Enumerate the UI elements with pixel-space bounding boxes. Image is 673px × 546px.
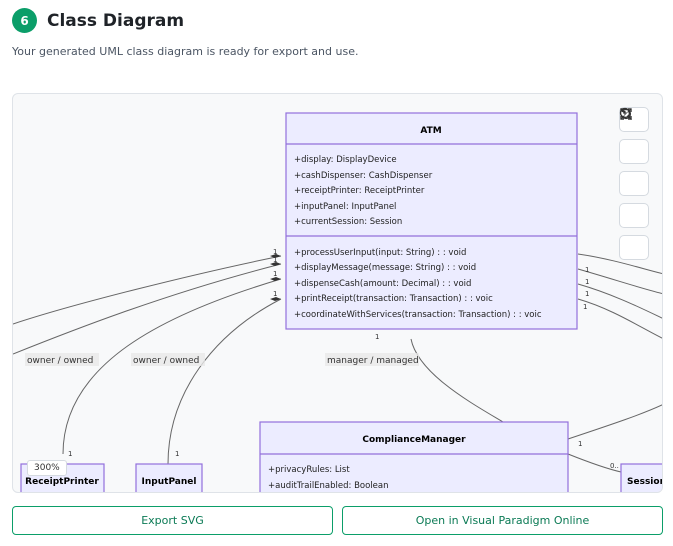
composition-diamond <box>270 262 281 266</box>
multiplicity-label: 1 <box>578 440 582 448</box>
multiplicity-label: 1 <box>585 278 589 286</box>
compliance-attribute: +privacyRules: List <box>268 465 350 475</box>
class-name-compliance-manager: ComplianceManager <box>362 435 466 445</box>
multiplicity-label: 1 <box>273 270 277 278</box>
multiplicity-label: 1 <box>273 248 277 256</box>
export-svg-button[interactable]: Export SVG <box>12 506 333 535</box>
multiplicity-label: 1 <box>585 266 589 274</box>
diagram-canvas[interactable]: 1 1 1 1 1 1 1 1 1 1 1 1 0.. owner / owne… <box>12 93 663 493</box>
multiplicity-label: 1 <box>175 450 179 458</box>
zoom-level-indicator: 300% <box>27 460 67 476</box>
fullscreen-icon <box>620 108 632 120</box>
multiplicity-label: 1 <box>585 290 589 298</box>
assoc-line-right-1 <box>577 253 662 275</box>
class-diagram: 1 1 1 1 1 1 1 1 1 1 1 1 0.. owner / owne… <box>13 112 663 493</box>
composition-diamond <box>270 254 281 258</box>
composition-diamond <box>270 277 281 281</box>
multiplicity-label: 0.. <box>610 462 619 470</box>
assoc-line-left-2 <box>13 263 282 355</box>
atm-attribute: +currentSession: Session <box>294 217 402 227</box>
class-atm[interactable]: ATM +display: DisplayDevice +cashDispens… <box>285 112 578 330</box>
multiplicity-label: 1 <box>583 303 587 311</box>
assoc-line-compliance-right <box>567 404 662 440</box>
assoc-line-left-1 <box>13 255 282 325</box>
reset-view-button[interactable] <box>619 108 649 196</box>
atm-attribute: +display: DisplayDevice <box>294 155 397 165</box>
assoc-line-right-2 <box>577 268 662 295</box>
assoc-line-compliance <box>410 338 504 423</box>
class-name-receipt-printer: ReceiptPrinter <box>25 477 99 487</box>
class-name-atm: ATM <box>420 126 441 136</box>
assoc-line-right-3 <box>577 283 662 319</box>
multiplicity-label: 1 <box>273 256 277 264</box>
multiplicity-label: 1 <box>68 450 72 458</box>
page-title: Class Diagram <box>47 10 185 31</box>
atm-attribute: +inputPanel: InputPanel <box>294 202 396 212</box>
edge-label-owner-owned: owner / owned <box>133 356 199 366</box>
composition-diamond <box>270 297 281 301</box>
class-name-session: Session <box>627 477 663 487</box>
atm-method: +displayMessage(message: String) : : voi… <box>294 263 476 273</box>
assoc-line-session <box>567 453 622 473</box>
step-number-badge: 6 <box>12 8 37 33</box>
multiplicity-label: 1 <box>273 290 277 298</box>
class-compliance-manager[interactable]: ComplianceManager +privacyRules: List +a… <box>259 421 569 493</box>
step-header: 6 Class Diagram <box>12 8 184 33</box>
class-name-input-panel: InputPanel <box>142 477 197 487</box>
assoc-line-input-panel <box>167 298 282 465</box>
class-session[interactable]: Session <box>620 463 663 493</box>
atm-method: +coordinateWithServices(transaction: Tra… <box>294 310 542 320</box>
atm-method: +processUserInput(input: String) : : voi… <box>294 248 466 258</box>
compliance-attribute: +auditTrailEnabled: Boolean <box>268 481 389 491</box>
edge-label-owner-owned: owner / owned <box>27 356 93 366</box>
atm-attribute: +receiptPrinter: ReceiptPrinter <box>294 186 425 196</box>
atm-method: +printReceipt(transaction: Transaction) … <box>294 294 493 304</box>
page-subtitle: Your generated UML class diagram is read… <box>12 45 359 58</box>
multiplicity-label: 1 <box>375 333 379 341</box>
zoom-controls <box>619 107 649 260</box>
assoc-line-right-4 <box>577 298 662 339</box>
zoom-out-button[interactable] <box>619 107 649 164</box>
assoc-line-receipt-printer <box>62 278 282 455</box>
open-visual-paradigm-button[interactable]: Open in Visual Paradigm Online <box>342 506 663 535</box>
edge-label-manager-managed: manager / managed <box>327 356 419 366</box>
atm-attribute: +cashDispenser: CashDispenser <box>294 171 433 181</box>
atm-method: +dispenseCash(amount: Decimal) : : void <box>294 279 471 289</box>
fit-to-screen-button[interactable] <box>619 108 649 228</box>
class-input-panel[interactable]: InputPanel <box>135 463 203 493</box>
fullscreen-button[interactable] <box>619 108 649 260</box>
